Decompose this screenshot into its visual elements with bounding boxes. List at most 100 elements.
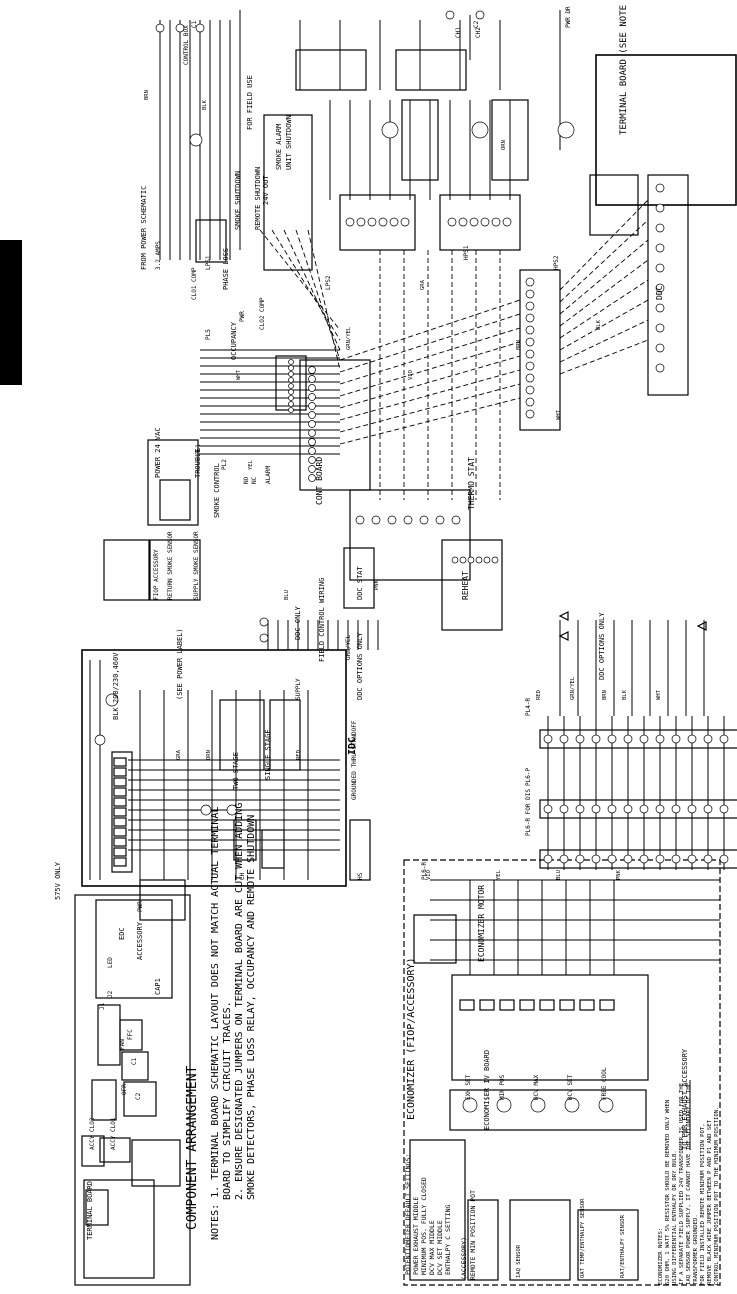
pl-box [261,829,285,869]
supply-sensor-box [149,539,201,601]
econ-board-terminal [459,999,475,1011]
from-power-label: FROM POWER SCHEMATIC [140,186,148,270]
ddc-terminal [525,277,535,287]
comp-terminal [469,217,479,227]
cont-board-terminal [308,375,316,383]
plug-pin [703,734,713,744]
power-24vac-label: POWER 24 VAC [154,427,162,478]
idc-terminal [113,777,127,787]
wire-color-label: ORN [206,750,212,760]
power-label: HS [357,872,364,880]
wire-segment [339,299,521,361]
pot-setting-2: MINIMUM POS. FULLY CLOSED [420,1177,428,1275]
plug-pin [288,383,294,389]
connector [175,23,185,33]
terminal-board-part-label: TERMINAL BOARD [86,1181,94,1240]
arrow [558,631,569,641]
plug-pin [607,734,617,744]
control-top-label: C1 [191,20,198,28]
part-label: J1 [99,1002,106,1010]
ddc-terminal [655,243,665,253]
wire-segment [559,279,649,339]
cont-board-terminal [308,393,316,401]
cont-board-terminal [308,465,316,473]
ch1-box [295,49,367,91]
plug-label: PL5 [205,329,212,340]
wire-segment [259,229,341,331]
ddc-stat-box [343,547,375,609]
econ-control-label: MIN POS [499,1074,506,1100]
ch2-box [395,49,467,91]
plug-pin [575,854,585,864]
potentiometer-knob [496,1097,512,1113]
shutdown-relay-box [263,114,313,271]
wire-color-label: PNK [616,869,622,880]
thermostat-terminal [451,515,461,525]
wire-segment [559,239,649,315]
return-smoke-label: RETURN SMOKE SENSOR [167,531,174,600]
note-line-2: BOARD TO SIMPLIFY CIRCUIT TRACES. [222,1001,233,1200]
pot-setting-5: ENTHALPY C SETTING [444,1204,452,1275]
reheat-terminal [483,556,491,564]
plug-pin [559,734,569,744]
idc-terminal [113,847,127,857]
plug-strip [539,849,737,869]
cap-part-label: CAP1 [154,978,162,995]
reheat-terminal [491,556,499,564]
return-sensor-box [103,539,150,601]
fan-box [97,1004,121,1066]
ddc-stat-label: DDC STAT [356,565,364,600]
ddc-terminal [655,263,665,273]
comp-terminal [378,217,388,227]
wire-color-label: BLK [622,689,628,700]
wire-color-label: VIO [426,870,432,880]
connector [195,23,205,33]
hs-box [349,819,371,881]
control-top-label: PWR DR [565,6,572,28]
economizer-motor-box [413,914,457,964]
plug-pin [655,854,665,864]
field-control-wiring-label: FIELD CONTROL WIRING [318,578,326,662]
wire-segment [559,259,649,327]
single-stage-label: SINGLE STAGE [264,729,272,780]
cont-board-box [299,359,371,491]
plug-pin [607,854,617,864]
wire-color-label: WHT [656,689,662,700]
accy-clo1-label: ACCY CLO1 [110,1117,117,1150]
two-stage-box [219,699,265,771]
reheat-terminal [467,556,475,564]
terminal-board-label: TERMINAL BOARD (SEE NOTE 1) [619,0,629,135]
sensor-label: IAQ SENSOR [516,1244,522,1278]
economizer-board [451,974,649,1081]
wire-color-label: VIO [408,370,414,380]
terminal-board-frame [595,54,737,206]
econ-board-terminal [559,999,575,1011]
part-label: FFC [127,1029,134,1040]
power-box [159,479,191,521]
econ-board-terminal [499,999,515,1011]
two-stage-label: TWO STAGE [232,752,240,790]
plug-pin [288,359,294,365]
arrow [558,611,569,621]
plug-pin [687,734,697,744]
idc-terminal [113,807,127,817]
power-section-frame [81,649,347,887]
edc-box [95,899,173,999]
cont-board-terminal [308,411,316,419]
remote-shutdown-label: REMOTE SHUTDOWN [254,167,262,230]
wire-segment [559,299,649,351]
plug-pin [288,401,294,407]
idc-label: IDC [347,737,358,755]
ddc-terminal [655,183,665,193]
occupancy-label: OCCUPANCY [230,321,238,360]
pot-setting-3: DCV MAX MIDDLE [428,1220,436,1275]
smoke-control-label: SMOKE CONTROL [213,463,221,518]
note-line-4: SMOKE DETECTORS, PHASE LOSS RELAY, OCCUP… [246,815,257,1200]
plug-pin [591,854,601,864]
ddc-right-box [647,174,689,396]
ofm-symbol [557,121,575,139]
wire-segment [339,313,521,373]
edc-part-label: EDC [118,927,126,940]
plug-pin [639,804,649,814]
